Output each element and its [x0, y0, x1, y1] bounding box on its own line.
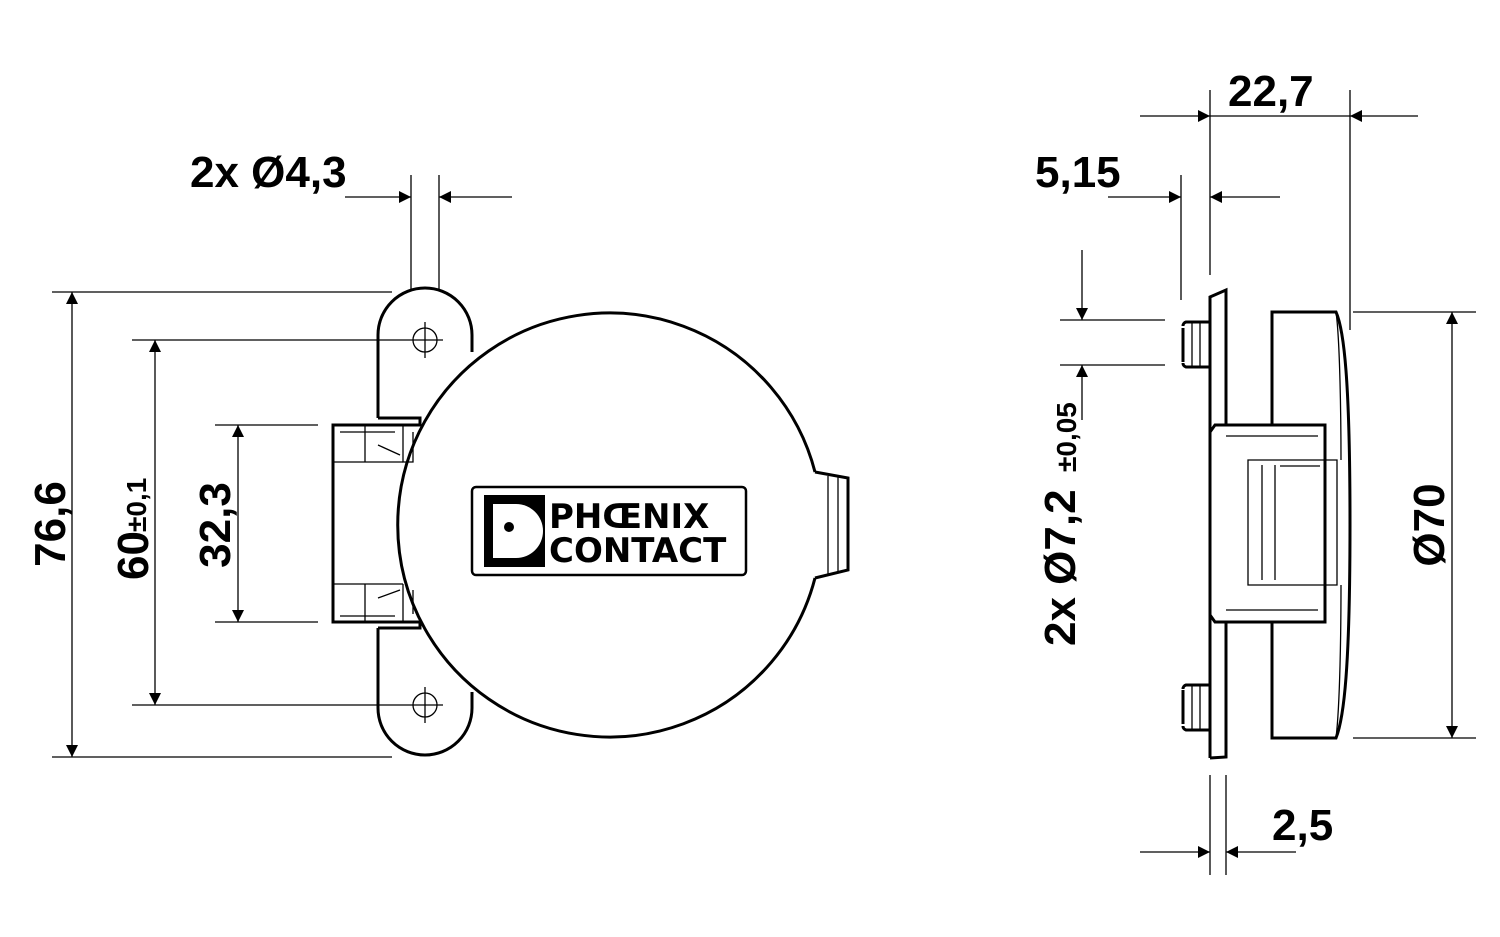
phoenix-contact-logo: PHŒNIX CONTACT	[470, 485, 748, 577]
logo-text-contact: CONTACT	[549, 531, 727, 571]
mounting-plate	[1208, 287, 1228, 760]
mounting-hole-top	[407, 322, 443, 358]
mounting-pin-top	[1181, 320, 1210, 369]
housing-outline	[331, 286, 850, 757]
dim-hole-spacing-label: 60	[109, 531, 158, 580]
cap-profile	[1270, 310, 1352, 740]
dim-outer-diameter: Ø70	[1353, 311, 1476, 739]
dim-total-height-label: 76,6	[26, 481, 75, 567]
logo-text-phoenix: PHŒNIX	[549, 497, 709, 537]
dim-hole-diameter-label: 2x Ø4,3	[190, 148, 347, 197]
dim-pin-diameter-label: 2x Ø7,2	[1036, 489, 1085, 646]
mounting-hole-bottom	[407, 687, 443, 723]
dim-flange-offset: 5,15	[1035, 148, 1280, 300]
dim-hole-diameter: 2x Ø4,3	[190, 148, 512, 290]
hinge-details	[333, 425, 839, 622]
dim-hole-spacing: 60 ±0,1	[109, 339, 407, 706]
dim-total-height: 76,6	[26, 291, 392, 758]
dim-hole-spacing-tolerance: ±0,1	[121, 478, 152, 532]
side-view: 22,7 5,15 2x Ø7,2 ±0,05 Ø70	[1035, 67, 1476, 875]
dim-flange-offset-label: 5,15	[1035, 148, 1121, 197]
dim-total-depth: 22,7	[1140, 67, 1418, 330]
front-view: PHŒNIX CONTACT 2x Ø4,3 76,6 60 ±0,1	[26, 148, 850, 758]
hinge-body	[1208, 423, 1338, 624]
dim-total-depth-label: 22,7	[1228, 67, 1314, 116]
dim-pin-diameter: 2x Ø7,2 ±0,05	[1036, 250, 1165, 646]
dim-pin-diameter-tolerance: ±0,05	[1051, 402, 1082, 472]
dim-inner-height: 32,3	[191, 424, 318, 623]
dim-inner-height-label: 32,3	[191, 482, 240, 568]
mounting-pin-bottom	[1181, 683, 1210, 732]
dim-plate-thickness-label: 2,5	[1272, 801, 1333, 850]
dim-outer-diameter-label: Ø70	[1405, 483, 1454, 566]
dim-plate-thickness: 2,5	[1140, 775, 1333, 875]
